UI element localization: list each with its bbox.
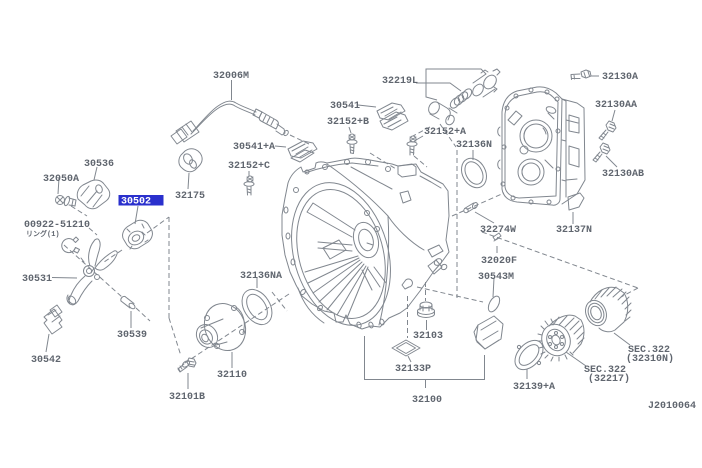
svg-text:32152+C: 32152+C: [228, 161, 270, 172]
svg-text:00922-51210: 00922-51210: [24, 220, 90, 231]
svg-text:30502: 30502: [121, 197, 151, 208]
svg-text:J2010064: J2010064: [648, 401, 696, 412]
svg-text:32130AA: 32130AA: [595, 100, 637, 111]
svg-text:32136N: 32136N: [456, 140, 492, 151]
svg-text:32130AB: 32130AB: [602, 169, 644, 180]
svg-text:32006M: 32006M: [213, 71, 249, 82]
svg-text:32101B: 32101B: [169, 392, 205, 403]
svg-text:32175: 32175: [175, 191, 205, 202]
svg-text:32133P: 32133P: [395, 364, 431, 375]
svg-text:30539: 30539: [117, 330, 147, 341]
svg-text:(32310N): (32310N): [626, 353, 674, 365]
svg-text:32136NA: 32136NA: [240, 271, 282, 282]
svg-text:(32217): (32217): [588, 373, 630, 385]
svg-text:32219L: 32219L: [382, 76, 418, 87]
svg-text:リング(1): リング(1): [26, 229, 60, 239]
svg-text:30542: 30542: [31, 355, 61, 366]
svg-text:32110: 32110: [217, 370, 247, 381]
svg-text:30543M: 30543M: [478, 272, 514, 283]
svg-text:30536: 30536: [84, 159, 114, 170]
svg-text:30541+A: 30541+A: [233, 142, 275, 153]
svg-text:32020F: 32020F: [481, 256, 517, 267]
svg-text:SEC.322: SEC.322: [584, 365, 626, 376]
svg-text:30531: 30531: [22, 274, 52, 285]
svg-text:30541: 30541: [330, 101, 360, 112]
svg-text:32130A: 32130A: [602, 72, 638, 83]
svg-text:32050A: 32050A: [43, 174, 79, 185]
svg-text:32137N: 32137N: [556, 225, 592, 236]
svg-text:32152+A: 32152+A: [424, 127, 466, 138]
svg-text:32103: 32103: [413, 331, 443, 342]
svg-text:32152+B: 32152+B: [327, 117, 369, 128]
svg-text:32100: 32100: [412, 395, 442, 406]
svg-text:SEC.322: SEC.322: [628, 345, 670, 356]
svg-text:32274W: 32274W: [480, 225, 516, 236]
svg-text:32139+A: 32139+A: [513, 382, 555, 393]
